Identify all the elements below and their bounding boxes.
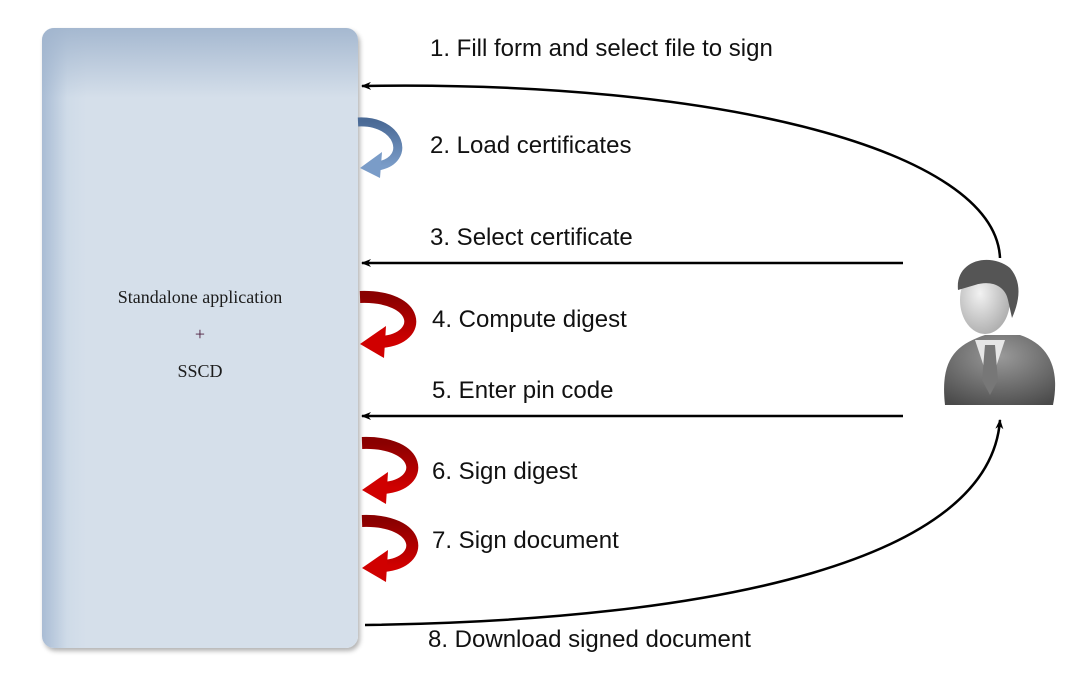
curl-arrow-step-6 xyxy=(361,436,419,504)
step-3-label: 3. Select certificate xyxy=(430,224,633,251)
step-8-label: 8. Download signed document xyxy=(428,626,751,653)
step-1-label: 1. Fill form and select file to sign xyxy=(430,35,773,62)
standalone-application-box: Standalone application + SSCD xyxy=(42,28,358,648)
app-box-plus: + xyxy=(194,324,206,344)
curl-arrow-step-4 xyxy=(359,290,417,358)
curl-arrow-step-7 xyxy=(361,514,419,582)
user-icon xyxy=(944,259,1056,405)
step-2-label: 2. Load certificates xyxy=(430,132,632,159)
arrow-step-1 xyxy=(361,81,1002,259)
arrow-step-8 xyxy=(364,419,1004,627)
app-box-line1: Standalone application xyxy=(117,287,283,307)
step-4-label: 4. Compute digest xyxy=(432,306,627,333)
step-5-label: 5. Enter pin code xyxy=(432,377,614,404)
app-box-line3: SSCD xyxy=(177,361,223,381)
step-7-label: 7. Sign document xyxy=(432,527,619,554)
curl-arrow-step-2 xyxy=(357,117,403,178)
step-6-label: 6. Sign digest xyxy=(432,458,578,485)
